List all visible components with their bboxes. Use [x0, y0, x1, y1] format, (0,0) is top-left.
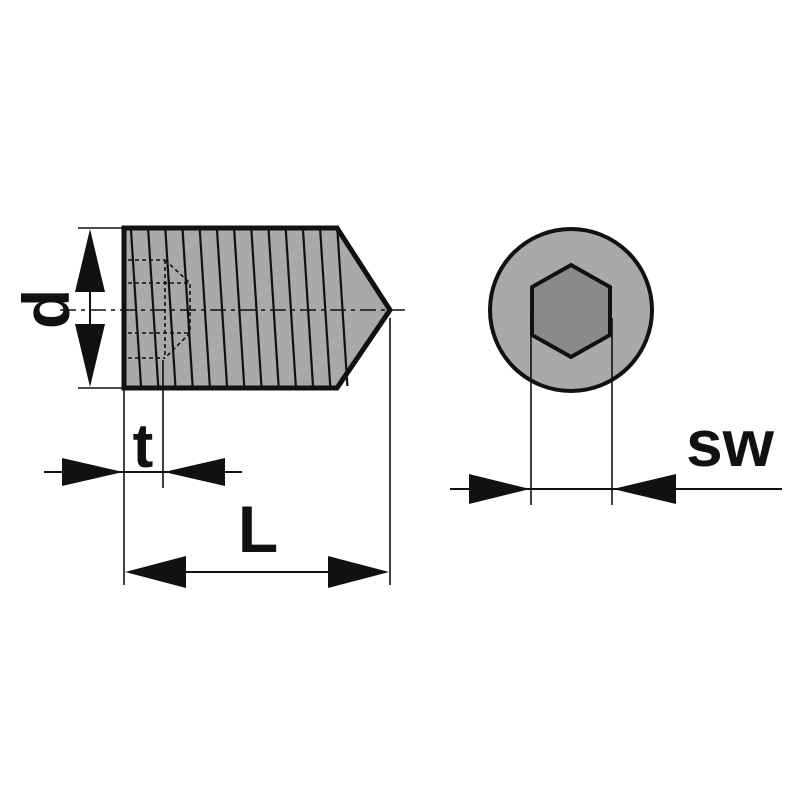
arrow-right-icon [62, 458, 123, 486]
thread-line [215, 229, 229, 387]
thread-line [336, 229, 349, 387]
label-L: L [238, 492, 278, 566]
length-dimension [125, 318, 391, 588]
thread-lines [129, 229, 349, 387]
label-t: t [133, 412, 154, 481]
hex-size-dimension [450, 318, 782, 505]
thread-line [129, 229, 143, 387]
arrow-right-icon [328, 556, 389, 588]
thread-line [319, 229, 332, 387]
hex-depth-dimension [44, 360, 242, 585]
thread-line [250, 229, 263, 387]
arrow-up-icon [75, 229, 105, 292]
end-view [488, 227, 654, 393]
thread-line [147, 229, 160, 387]
hex-socket-hidden-lines [128, 259, 191, 359]
thread-line [181, 229, 194, 387]
hex-socket-icon [530, 262, 612, 360]
label-d: d [9, 289, 83, 329]
arrow-left-icon [613, 474, 676, 504]
arrow-right-icon [469, 474, 530, 504]
side-view [60, 225, 405, 391]
thread-line [198, 229, 211, 387]
diameter-dimension [75, 227, 124, 389]
thread-line [164, 229, 177, 387]
thread-line [233, 229, 246, 387]
thread-line [301, 229, 315, 387]
thread-line [267, 229, 280, 387]
arrow-left-icon [164, 458, 225, 486]
thread-line [284, 229, 297, 387]
label-sw: sw [686, 406, 775, 480]
arrow-down-icon [75, 324, 105, 387]
arrow-left-icon [125, 556, 186, 588]
